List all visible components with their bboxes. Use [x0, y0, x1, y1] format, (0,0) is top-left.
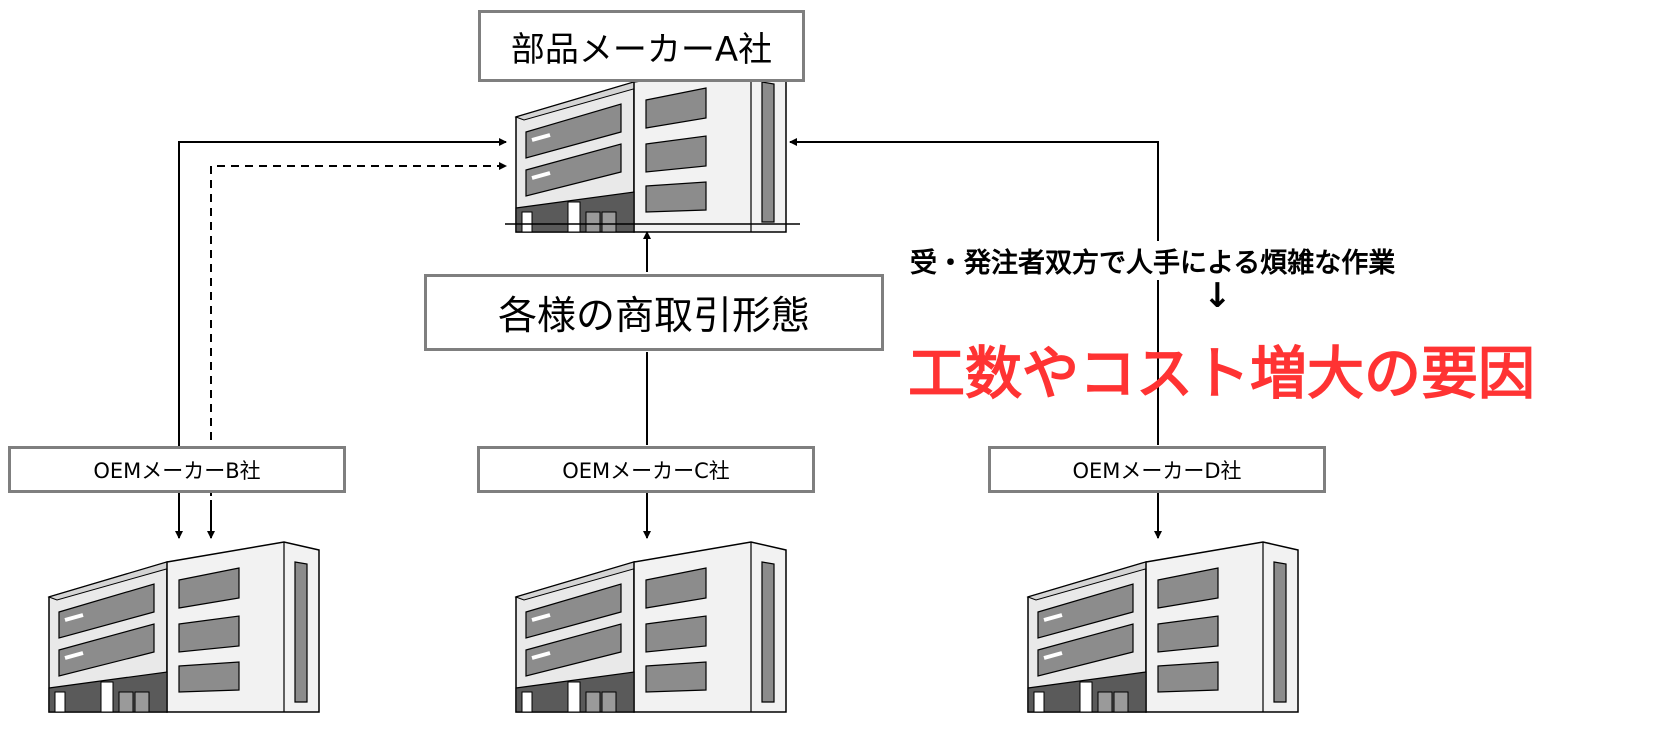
oem-b-label: OEMメーカーB社 [8, 446, 346, 493]
building-icon-oem-d [1026, 540, 1300, 714]
oem-b-label-text: OEMメーカーB社 [93, 458, 261, 483]
building-icon-supplier-a [514, 60, 788, 234]
building-icon-oem-c [514, 540, 788, 714]
supplier-a-label-text: 部品メーカーA社 [510, 29, 773, 70]
down-arrow-note: ↓ [1203, 276, 1232, 316]
trade-forms-label-text: 各様の商取引形態 [497, 293, 810, 339]
building-icon-oem-b [47, 540, 321, 714]
supplier-a-label: 部品メーカーA社 [478, 10, 805, 82]
manual-work-note: 受・発注者双方で人手による煩雑な作業 [910, 241, 1396, 280]
oem-c-label: OEMメーカーC社 [477, 446, 815, 493]
oem-c-label-text: OEMメーカーC社 [562, 458, 730, 483]
arrow-d-to-a [789, 138, 1159, 445]
arrow-b-to-a [178, 138, 507, 520]
cost-increase-conclusion: 工数やコスト増大の要因 [908, 341, 1535, 407]
dashed-arrow-b-to-a [210, 162, 507, 538]
oem-d-label: OEMメーカーD社 [988, 446, 1326, 493]
trade-forms-label: 各様の商取引形態 [424, 274, 884, 351]
oem-d-label-text: OEMメーカーD社 [1072, 458, 1242, 483]
